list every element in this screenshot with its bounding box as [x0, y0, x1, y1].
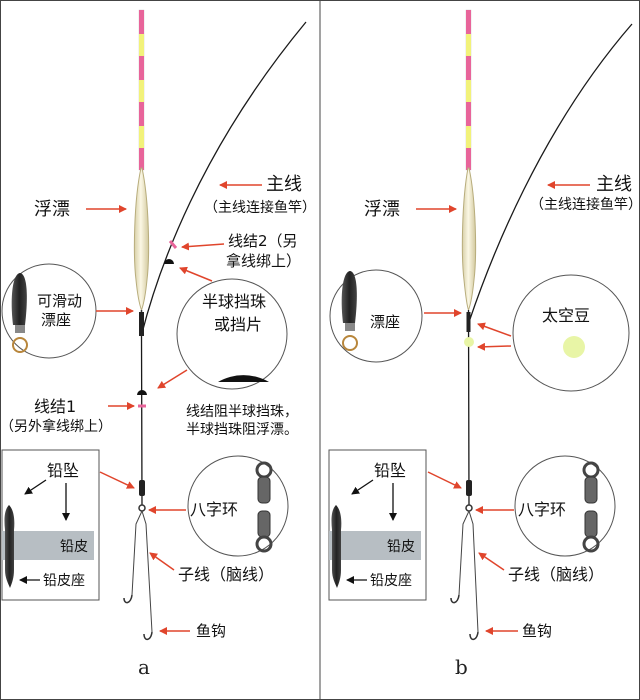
line-sinker	[139, 480, 145, 496]
lead-sheet	[2, 531, 94, 560]
label-sheet-seat-b: 铅皮座	[370, 573, 412, 589]
line-sinker-b	[466, 480, 472, 496]
label-leader-b: 子线（脑线）	[508, 565, 604, 584]
label-sheet: 铅皮	[60, 539, 88, 555]
label-float: 浮漂	[34, 199, 70, 220]
label-seat-a: 可滑动	[37, 292, 82, 310]
panel-a: 可滑动 漂座 半球挡珠 或挡片 八字环 铅坠 铅皮 铅皮座 浮漂 主线 （主线连…	[0, 9, 316, 679]
small-swivel	[138, 504, 146, 512]
arrow-sinker-left	[24, 479, 47, 495]
hook-right	[143, 631, 153, 641]
label-seat-b: 漂座	[41, 311, 71, 329]
knot1-bead	[137, 390, 147, 395]
label-sinker-b: 铅坠	[374, 461, 406, 480]
space-bean-icon	[563, 336, 585, 358]
label-sinker: 铅坠	[47, 461, 79, 480]
label-main-line-b: 主线	[596, 174, 632, 195]
swivel-icon-b	[582, 461, 600, 553]
panel-letter-b: b	[455, 655, 468, 679]
label-hook-b: 鱼钩	[522, 622, 552, 640]
label-seat-b-panel: 漂座	[370, 313, 400, 331]
arrows-a	[86, 181, 262, 635]
lead-sheet-seat-icon	[4, 505, 15, 588]
sinker-seat-icon-b	[341, 271, 357, 323]
label-swivel-b: 八字环	[518, 500, 566, 519]
stopper-inset-circle	[176, 278, 288, 390]
label-knot2-b: 拿线绑上）	[226, 252, 301, 270]
label-main-line-note: （主线连接鱼竿）	[204, 199, 316, 216]
label-main-line: 主线	[266, 174, 302, 195]
float-seat	[139, 312, 144, 336]
hook-left-b	[450, 594, 460, 604]
bead-on-line	[164, 259, 174, 264]
seat-loop-b	[342, 335, 358, 351]
sinker-seat-icon	[11, 273, 27, 325]
label-knot1-note: （另外拿线绑上）	[0, 418, 112, 435]
float-antenna-b	[465, 9, 472, 171]
label-float-b: 浮漂	[364, 199, 400, 220]
hook-left	[123, 594, 133, 604]
leader-lines	[131, 510, 153, 633]
hook-right-b	[469, 631, 479, 641]
arrows-b	[416, 181, 590, 635]
label-knot2-a: 线结2（另	[228, 232, 298, 250]
label-note-a: 线结阻半球挡珠，	[186, 404, 298, 420]
float-body	[133, 167, 150, 312]
seat-ring	[15, 325, 25, 333]
label-swivel: 八字环	[190, 500, 238, 519]
label-knot1: 线结1	[34, 397, 76, 416]
seat-ring-b	[345, 323, 355, 331]
leader-lines-b	[458, 510, 479, 633]
float-antenna	[138, 9, 145, 171]
small-swivel-b	[465, 504, 473, 512]
main-line	[140, 21, 307, 506]
label-sheet-b: 铅皮	[387, 539, 415, 555]
swivel-icon	[255, 461, 273, 553]
sinker-inset-box	[1, 449, 100, 601]
float-seat-b	[466, 312, 471, 332]
label-main-line-note-b: （主线连接鱼竿）	[530, 196, 640, 213]
lead-sheet-seat-icon-b	[331, 505, 342, 588]
sinker-inset-box-b	[328, 449, 427, 601]
label-stopper-a: 半球挡珠	[202, 292, 266, 311]
float-body-b	[461, 167, 477, 312]
label-stopper-b: 或挡片	[214, 315, 262, 334]
label-bean: 太空豆	[542, 306, 590, 325]
bean-inset-circle	[512, 274, 630, 392]
knot2-mark	[168, 240, 178, 249]
main-line-b	[467, 23, 633, 506]
panel-letter-a: a	[138, 655, 150, 679]
label-leader: 子线（脑线）	[178, 565, 274, 584]
label-sheet-seat: 铅皮座	[43, 573, 85, 589]
half-bead-icon	[218, 375, 269, 382]
label-hook: 鱼钩	[196, 622, 226, 640]
arrow-sinker-left-b	[351, 479, 374, 495]
space-bean-on-line	[464, 337, 474, 347]
panel-b: 漂座 太空豆 八字环 铅坠 铅皮 铅皮座 浮漂 主线 （主线连接鱼竿） 子线（脑…	[328, 9, 640, 679]
label-note-b: 半球挡珠阻浮漂。	[186, 422, 298, 438]
seat-loop	[12, 337, 28, 353]
lead-sheet-b	[329, 531, 421, 560]
